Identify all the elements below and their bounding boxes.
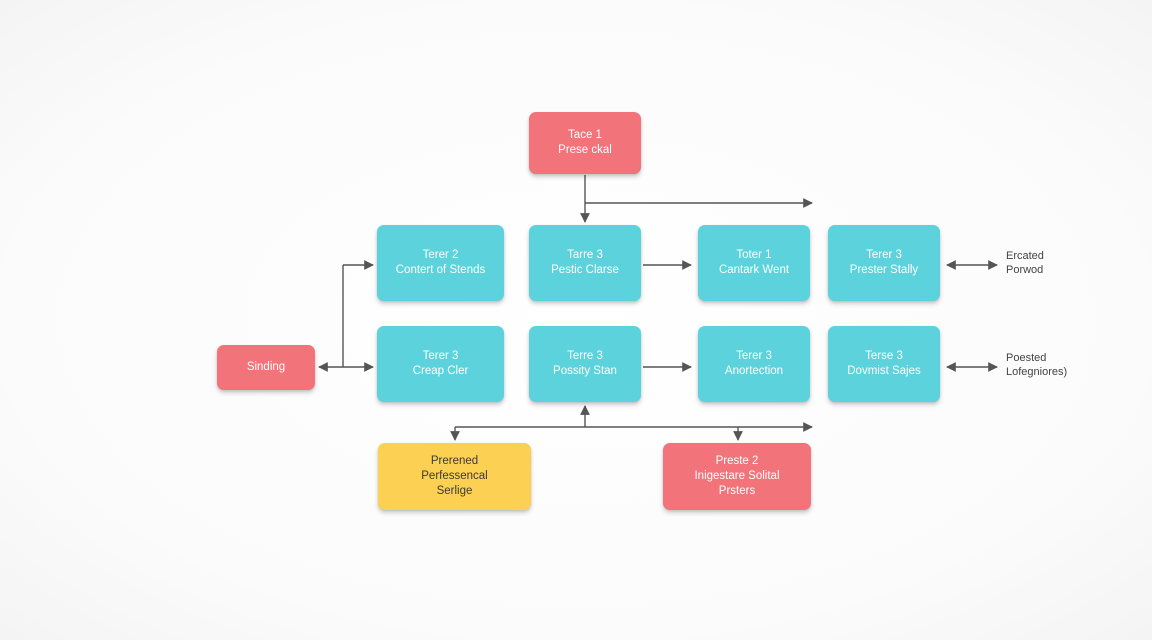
node-r1c3: Toter 1 Cantark Went — [698, 225, 810, 301]
node-r2c2-line2: Possity Stan — [553, 365, 617, 377]
node-r1c2: Tarre 3 Pestic Clarse — [529, 225, 641, 301]
node-start: Sinding — [217, 345, 315, 390]
node-r2c4: Terse 3 Dovmist Sajes — [828, 326, 940, 402]
side-label-row2-line2: Lofegniores) — [1006, 366, 1068, 378]
node-bottom-left-line2: Perfessencal — [421, 470, 488, 482]
side-label-row1-line1: Ercated — [1006, 250, 1044, 262]
node-r2c2-line1: Terre 3 — [567, 350, 603, 362]
node-bottom-right-line1: Preste 2 — [715, 455, 759, 467]
node-r2c1-line2: Creap Cler — [412, 365, 469, 377]
side-label-row1-line2: Porwod — [1006, 264, 1044, 276]
node-r1c3-line1: Toter 1 — [736, 249, 772, 261]
node-top-line2: Prese ckal — [558, 144, 612, 156]
node-bottom-right-line3: Prsters — [718, 485, 756, 497]
node-r2c1-line1: Terer 3 — [422, 350, 459, 362]
node-r1c3-line2: Cantark Went — [718, 264, 790, 276]
node-bottom-right: Preste 2 Inigestare Solital Prsters — [663, 443, 811, 510]
side-label-row2: Poested Lofegniores) — [1006, 351, 1067, 379]
node-r1c2-line1: Tarre 3 — [567, 249, 603, 261]
node-bottom-left-line3: Serlige — [436, 485, 473, 497]
node-bottom-right-line2: Inigestare Solital — [694, 470, 780, 482]
node-start-line1: Sinding — [246, 361, 286, 373]
node-bottom-left: Prerened Perfessencal Serlige — [378, 443, 531, 510]
node-r2c4-line2: Dovmist Sajes — [847, 365, 921, 377]
node-r2c3: Terer 3 Anortection — [698, 326, 810, 402]
node-top: Tace 1 Prese ckal — [529, 112, 641, 174]
side-label-row2-line1: Poested — [1006, 352, 1047, 364]
node-r1c4-line2: Prester Stally — [849, 264, 919, 276]
node-r1c1: Terer 2 Contert of Stends — [377, 225, 504, 301]
node-r1c1-line1: Terer 2 — [422, 249, 459, 261]
node-top-line1: Tace 1 — [568, 129, 602, 141]
node-r2c4-line1: Terse 3 — [865, 350, 903, 362]
node-r2c1: Terer 3 Creap Cler — [377, 326, 504, 402]
node-r2c2: Terre 3 Possity Stan — [529, 326, 641, 402]
node-r2c3-line1: Terer 3 — [736, 350, 772, 362]
side-label-row1: Ercated Porwod — [1006, 249, 1044, 277]
node-r2c3-line2: Anortection — [724, 365, 784, 377]
node-r1c4-line1: Terer 3 — [866, 249, 902, 261]
node-r1c2-line2: Pestic Clarse — [551, 264, 619, 276]
node-r1c1-line2: Contert of Stends — [395, 264, 486, 276]
node-bottom-left-line1: Prerened — [430, 455, 479, 467]
node-r1c4: Terer 3 Prester Stally — [828, 225, 940, 301]
